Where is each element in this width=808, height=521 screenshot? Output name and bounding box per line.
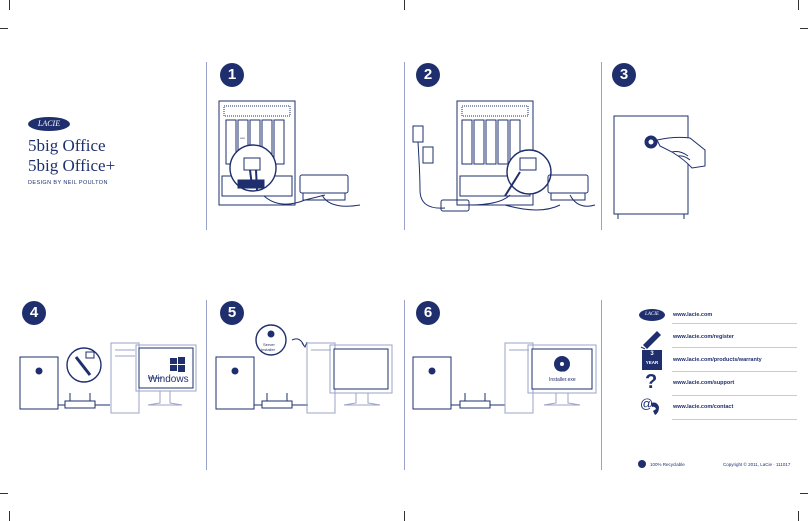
panel-divider (206, 300, 207, 470)
copyright-text: Copyright © 2011, LaCie · 111017 (723, 462, 791, 467)
step-number-1: 1 (220, 63, 244, 87)
divider (672, 395, 797, 396)
lacie-logo-icon: LACIE (637, 305, 665, 327)
product-name-2: 5big Office+ (28, 156, 116, 175)
panel-divider (601, 300, 602, 470)
link-text: www.lacie.com/support (673, 380, 735, 386)
recycle-icon (638, 460, 646, 468)
divider (672, 347, 797, 348)
cd-label-server: Server (263, 342, 275, 347)
crop-mark (0, 493, 8, 494)
link-text: www.lacie.com (673, 312, 713, 318)
crop-mark (0, 28, 8, 29)
step-number-2: 2 (416, 63, 440, 87)
divider (672, 371, 797, 372)
crop-mark (404, 511, 405, 521)
step-number-6: 6 (416, 301, 440, 325)
info-link-website[interactable]: LACIE www.lacie.com (637, 305, 797, 329)
contact-icon: @ (637, 397, 665, 419)
os-label: Windows (148, 374, 189, 385)
installer-exe-label: Installer.exe (549, 377, 576, 383)
panel-divider (404, 300, 405, 470)
crop-mark (800, 493, 808, 494)
info-link-warranty[interactable]: 3 YEAR www.lacie.com/products/warranty (637, 350, 797, 374)
svg-text:ooo: ooo (240, 136, 245, 140)
panel-divider (404, 62, 405, 230)
question-icon: ? (645, 371, 658, 393)
crop-mark (798, 511, 799, 521)
crop-mark (9, 0, 10, 10)
link-text: www.lacie.com/products/warranty (673, 357, 762, 363)
panel-divider (601, 62, 602, 230)
info-link-register[interactable]: www.lacie.com/register (637, 327, 797, 351)
cd-label-installer: Installer (261, 347, 276, 352)
step-number-3: 3 (612, 63, 636, 87)
lacie-logo: LACIE (28, 117, 70, 131)
crop-mark (798, 0, 799, 10)
product-name-1: 5big Office (28, 136, 106, 155)
info-link-support[interactable]: ? www.lacie.com/support (637, 371, 797, 397)
designer-credit: DESIGN BY NEIL POULTON (28, 180, 108, 186)
crop-mark (404, 0, 405, 10)
divider (672, 419, 797, 420)
pen-icon (637, 327, 665, 350)
crop-mark (800, 28, 808, 29)
windows-logo-icon (170, 357, 185, 372)
step-number-5: 5 (220, 301, 244, 325)
crop-mark (9, 511, 10, 521)
panel-divider (206, 62, 207, 230)
link-text: www.lacie.com/contact (673, 404, 734, 410)
step-number-4: 4 (22, 301, 46, 325)
os-maker-label: Microsoft (148, 376, 163, 380)
divider (672, 323, 797, 324)
link-text: www.lacie.com/register (673, 334, 734, 340)
warranty-icon: 3 YEAR (637, 350, 665, 372)
recyclable-text: 100% Recyclable (650, 462, 685, 467)
dvd-label: DVD (558, 370, 565, 374)
info-link-contact[interactable]: @ www.lacie.com/contact (637, 397, 797, 421)
